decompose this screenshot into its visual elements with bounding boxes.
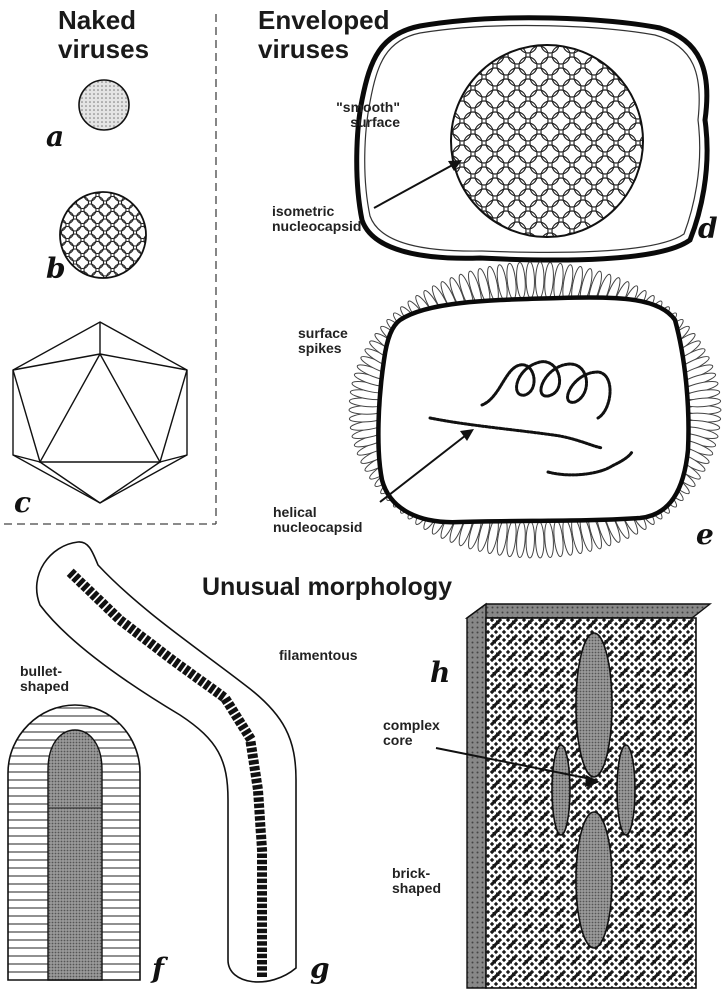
filament-segment	[255, 816, 265, 821]
filament-segment	[257, 904, 267, 909]
filament-segment	[257, 973, 267, 978]
filament-segment	[256, 828, 266, 833]
virus-a-sphere	[79, 80, 129, 130]
filament-segment	[257, 879, 267, 884]
letter-h: h	[430, 656, 450, 689]
label-brick-shaped: brick-shaped	[392, 866, 452, 897]
surface-spike	[544, 262, 555, 298]
virus-e-envelope	[378, 297, 688, 522]
label-smooth-surface: "smooth" surface	[300, 100, 400, 131]
filament-segment	[256, 841, 266, 846]
filament-segment	[257, 860, 267, 865]
filament-segment	[257, 960, 267, 965]
filament-segment	[257, 866, 267, 871]
surface-spike	[516, 521, 527, 557]
label-isometric-nucleocapsid: isometric nucleocapsid	[272, 204, 367, 235]
label-surface-spikes: surface spikes	[298, 326, 368, 357]
filament-segment	[255, 822, 265, 827]
virus-d-isometric-nucleocapsid	[451, 45, 643, 237]
label-filamentous: filamentous	[279, 648, 379, 663]
filament-segment	[257, 941, 267, 946]
filament-segment	[257, 854, 267, 859]
heading-naked-viruses: Naked viruses	[58, 6, 168, 63]
filament-segment	[257, 885, 267, 890]
label-complex-core: complex core	[383, 718, 448, 749]
filament-segment	[254, 797, 264, 802]
surface-spike	[535, 522, 544, 558]
virus-h-brick-top	[467, 604, 710, 618]
letter-c: c	[14, 486, 31, 519]
filament-segment	[257, 948, 267, 953]
surface-spike	[516, 262, 527, 298]
letter-b: b	[46, 252, 66, 285]
filament-segment	[257, 922, 267, 927]
filament-segment	[257, 954, 267, 959]
filament-segment	[257, 916, 267, 921]
filament-segment	[257, 847, 267, 852]
filament-segment	[253, 791, 263, 796]
filament-segment	[257, 872, 267, 877]
filament-segment	[254, 809, 264, 814]
label-helical-nucleocapsid: helical nucleocapsid	[273, 505, 368, 536]
surface-spike	[526, 522, 535, 558]
heading-enveloped-viruses: Enveloped viruses	[258, 6, 418, 63]
filament-segment	[257, 910, 267, 915]
letter-a: a	[46, 120, 64, 153]
letter-g: g	[310, 952, 330, 985]
virus-f-bullet-core	[48, 730, 102, 980]
filament-segment	[257, 891, 267, 896]
filament-segment	[257, 966, 267, 971]
virus-h-brick-side	[467, 604, 486, 988]
heading-unusual-morphology: Unusual morphology	[202, 574, 492, 602]
filament-segment	[257, 935, 267, 940]
surface-spike	[544, 521, 555, 557]
letter-e: e	[696, 518, 714, 551]
surface-spike	[535, 262, 544, 298]
filament-segment	[257, 929, 267, 934]
filament-segment	[256, 834, 266, 839]
filament-segment	[257, 897, 267, 902]
letter-d: d	[698, 212, 718, 245]
surface-spike	[526, 262, 535, 298]
letter-f: f	[152, 952, 164, 985]
filament-segment	[254, 803, 264, 808]
label-bullet-shaped: bullet-shaped	[20, 664, 80, 695]
virus-c-icosahedron	[13, 322, 187, 503]
virus-b-capsomer-sphere	[60, 192, 146, 278]
